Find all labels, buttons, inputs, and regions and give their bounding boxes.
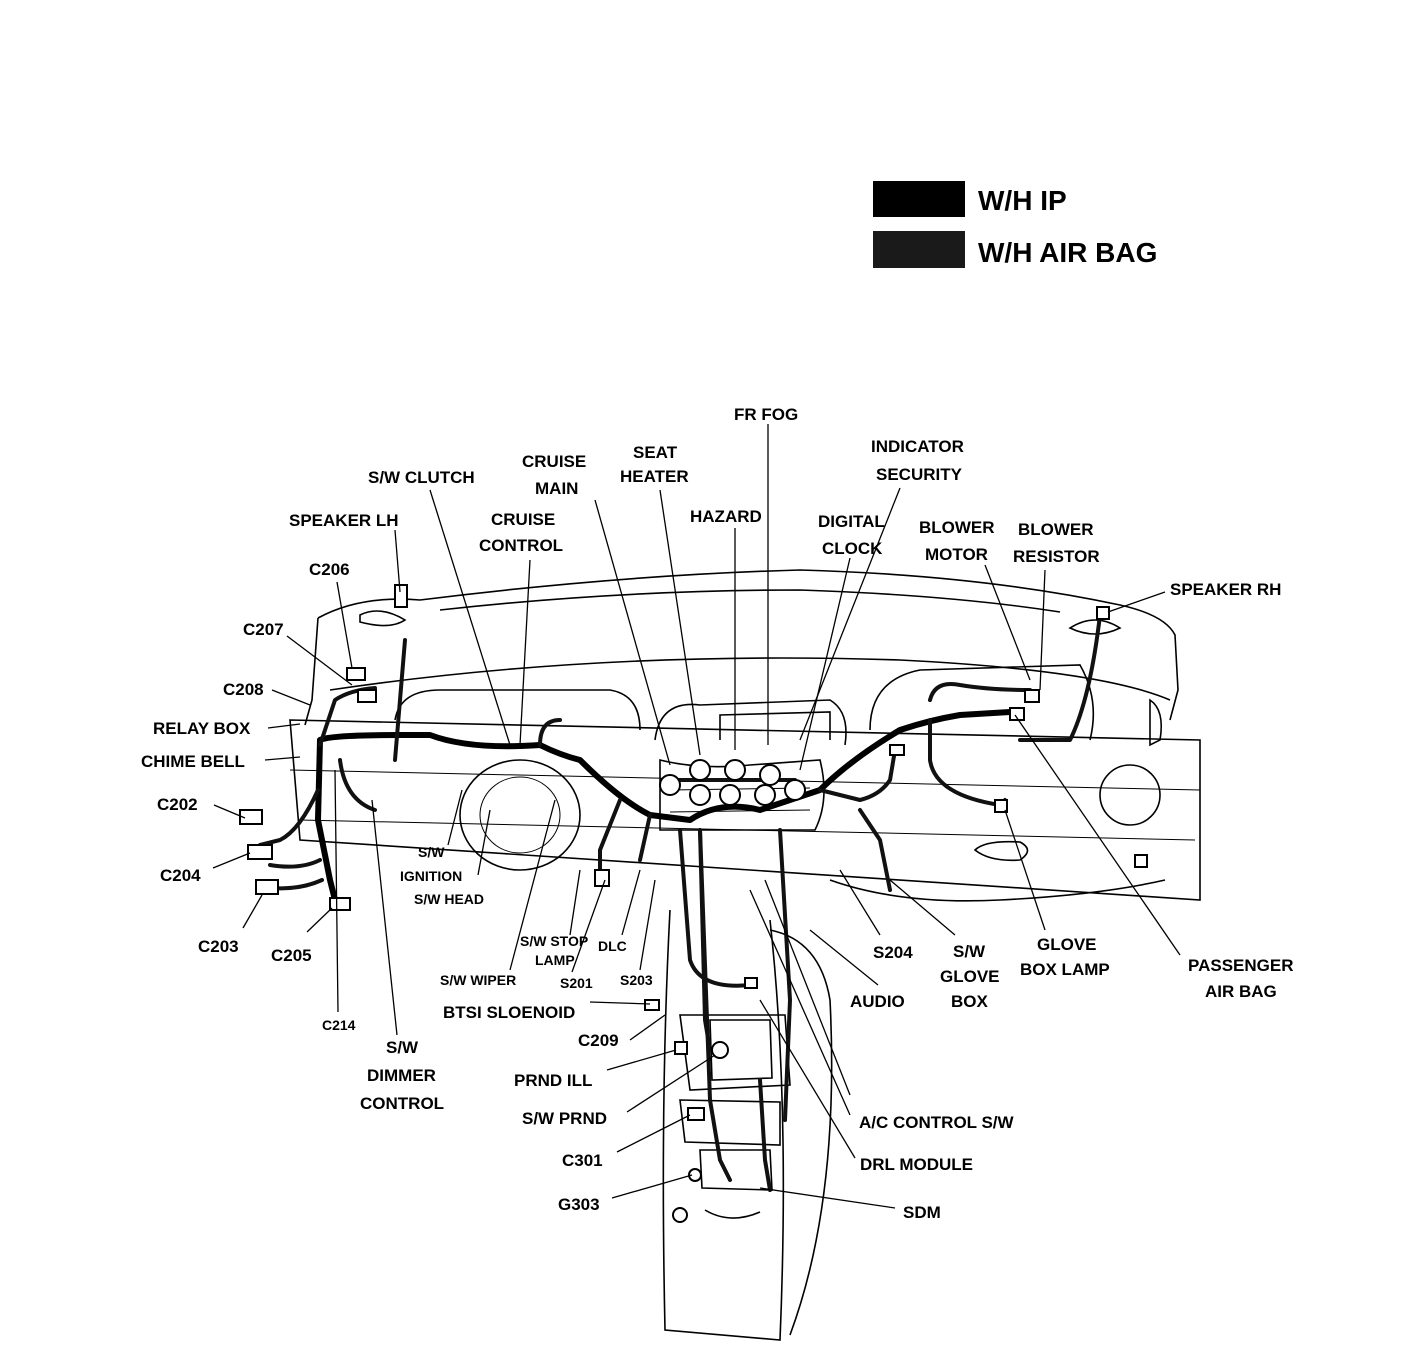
label-sw-dimmer-3: CONTROL xyxy=(360,1094,444,1113)
label-prnd-ill: PRND ILL xyxy=(514,1071,592,1090)
label-c204: C204 xyxy=(160,866,201,885)
wire-harness-ip xyxy=(258,638,1032,1122)
label-c205: C205 xyxy=(271,946,312,965)
label-security: SECURITY xyxy=(876,465,963,484)
legend-swatch-wh-ip xyxy=(873,181,965,217)
label-passenger-1: PASSENGER xyxy=(1188,956,1294,975)
label-cruise-main-1: CRUISE xyxy=(522,452,586,471)
connectors xyxy=(239,584,1148,1223)
label-audio: AUDIO xyxy=(850,992,905,1011)
label-sw-stop-1: S/W STOP xyxy=(520,933,588,949)
legend-swatch-wh-airbag xyxy=(873,231,965,268)
label-c209: C209 xyxy=(578,1031,619,1050)
label-cruise-control-2: CONTROL xyxy=(479,536,563,555)
label-sw-clutch: S/W CLUTCH xyxy=(368,468,475,487)
label-glove-lamp-2: BOX LAMP xyxy=(1020,960,1110,979)
label-c202: C202 xyxy=(157,795,198,814)
label-s203: S203 xyxy=(620,972,653,988)
leader-lines xyxy=(212,424,1181,1209)
label-c206: C206 xyxy=(309,560,350,579)
label-sw-head: S/W HEAD xyxy=(414,891,484,907)
label-relay-box: RELAY BOX xyxy=(153,719,251,738)
label-sw-glove-2: GLOVE xyxy=(940,967,1000,986)
label-glove-lamp-1: GLOVE xyxy=(1037,935,1097,954)
label-c208: C208 xyxy=(223,680,264,699)
label-sw-glove-3: BOX xyxy=(951,992,989,1011)
label-sw-dimmer-2: DIMMER xyxy=(367,1066,436,1085)
label-blower-motor-1: BLOWER xyxy=(919,518,995,537)
dashboard-outline xyxy=(289,569,1201,1341)
label-dlc: DLC xyxy=(598,938,627,954)
label-chime-bell: CHIME BELL xyxy=(141,752,245,771)
label-c301: C301 xyxy=(562,1151,603,1170)
label-blower-resistor-2: RESISTOR xyxy=(1013,547,1100,566)
label-c214: C214 xyxy=(322,1017,356,1033)
label-c207: C207 xyxy=(243,620,284,639)
legend-label-wh-airbag: W/H AIR BAG xyxy=(978,237,1157,268)
label-sw-wiper: S/W WIPER xyxy=(440,972,516,988)
label-blower-resistor-1: BLOWER xyxy=(1018,520,1094,539)
label-speaker-rh: SPEAKER RH xyxy=(1170,580,1281,599)
label-digital: DIGITAL xyxy=(818,512,885,531)
label-drl-module: DRL MODULE xyxy=(860,1155,973,1174)
label-sw-stop-2: LAMP xyxy=(535,952,575,968)
legend: W/H IP W/H AIR BAG xyxy=(873,181,1157,268)
wire-harness-airbag xyxy=(698,613,1102,1192)
label-fr-fog: FR FOG xyxy=(734,405,798,424)
label-s201: S201 xyxy=(560,975,593,991)
label-seat: SEAT xyxy=(633,443,678,462)
label-s204: S204 xyxy=(873,943,913,962)
label-btsi: BTSI SLOENOID xyxy=(443,1003,575,1022)
label-speaker-lh: SPEAKER LH xyxy=(289,511,399,530)
label-c203: C203 xyxy=(198,937,239,956)
label-heater: HEATER xyxy=(620,467,689,486)
label-ac-control: A/C CONTROL S/W xyxy=(859,1113,1015,1132)
label-sw-ignition-1: S/W xyxy=(418,844,445,860)
label-indicator: INDICATOR xyxy=(871,437,964,456)
label-sw-prnd: S/W PRND xyxy=(522,1109,607,1128)
label-passenger-2: AIR BAG xyxy=(1205,982,1277,1001)
label-sw-dimmer-1: S/W xyxy=(386,1038,419,1057)
component-labels: FR FOG INDICATOR SECURITY SEAT HEATER CR… xyxy=(141,405,1294,1222)
label-clock: CLOCK xyxy=(822,539,883,558)
legend-label-wh-ip: W/H IP xyxy=(978,185,1067,216)
label-sdm: SDM xyxy=(903,1203,941,1222)
label-hazard: HAZARD xyxy=(690,507,762,526)
label-g303: G303 xyxy=(558,1195,600,1214)
label-cruise-control-1: CRUISE xyxy=(491,510,555,529)
label-sw-ignition-2: IGNITION xyxy=(400,868,462,884)
label-cruise-main-2: MAIN xyxy=(535,479,578,498)
label-sw-glove-1: S/W xyxy=(953,942,986,961)
label-blower-motor-2: MOTOR xyxy=(925,545,988,564)
